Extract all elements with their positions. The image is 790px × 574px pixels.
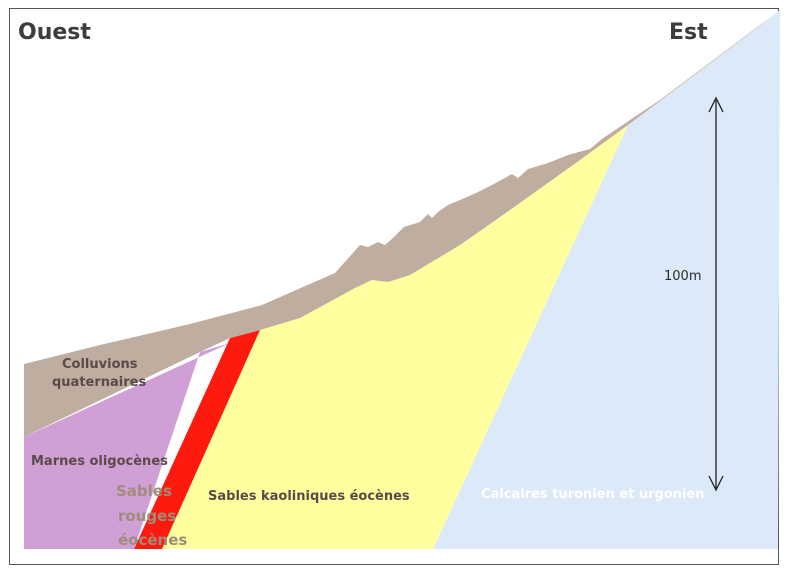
marnes-layer bbox=[24, 343, 230, 549]
sables-kaoliniques-label: Sables kaoliniques éocènes bbox=[208, 489, 410, 504]
colluvions-label-line2: quaternaires bbox=[52, 375, 146, 390]
scale-label: 100m bbox=[664, 269, 701, 284]
direction-label-west: Ouest bbox=[18, 20, 91, 45]
sables-rouges-layer bbox=[134, 330, 260, 549]
sables-rouges-label: Sables bbox=[116, 482, 172, 500]
sables-rouges-label-line3: éocènes bbox=[118, 531, 187, 549]
sables-rouges-label-line2: rouges bbox=[118, 507, 176, 525]
sables-kaoliniques-layer bbox=[162, 125, 628, 549]
marnes-label: Marnes oligocènes bbox=[31, 454, 168, 469]
calcaires-label: Calcaires turonien et urgonien bbox=[481, 487, 705, 502]
colluvions-label: Colluvions bbox=[62, 357, 138, 372]
direction-label-east: Est bbox=[669, 20, 708, 45]
scale-arrow bbox=[708, 96, 724, 492]
calcaires-layer bbox=[433, 10, 780, 549]
colluvions-layer bbox=[24, 18, 770, 437]
